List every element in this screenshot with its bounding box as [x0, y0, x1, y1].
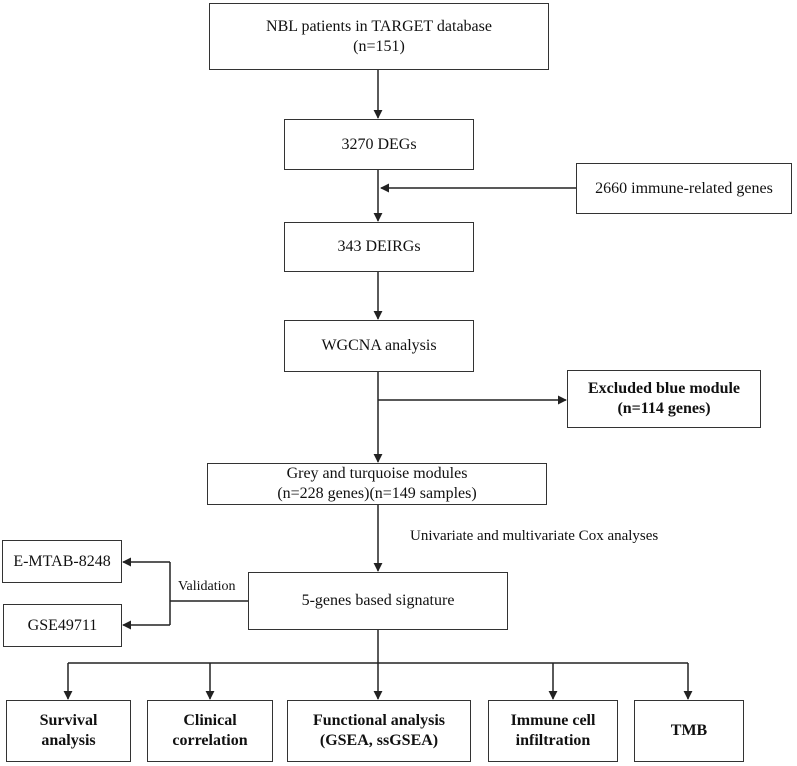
survival-line2: analysis	[41, 732, 96, 749]
degs-label: 3270 DEGs	[341, 135, 417, 153]
survival-line1: Survival	[39, 712, 98, 729]
target-database-box: NBL patients in TARGET database (n=151)	[209, 3, 549, 70]
target-box-line1: NBL patients in TARGET database	[266, 17, 492, 35]
functional-line1: Functional analysis	[312, 712, 446, 729]
wgcna-label: WGCNA analysis	[321, 337, 437, 354]
deirgs-box: 343 DEIRGs	[284, 222, 474, 272]
degs-box: 3270 DEGs	[284, 119, 474, 170]
wgcna-box: WGCNA analysis	[284, 320, 474, 372]
tmb-box: TMB	[634, 700, 744, 762]
immune-infiltration-box: Immune cell infiltration	[488, 700, 618, 762]
signature-label: 5-genes based signature	[301, 592, 455, 609]
immune-infil-line2: infiltration	[515, 732, 591, 749]
immune-infil-line1: Immune cell	[510, 712, 596, 729]
modules-line2: (n=228 genes)(n=149 samples)	[277, 485, 477, 502]
excluded-line2: (n=114 genes)	[617, 400, 711, 417]
clinical-correlation-box: Clinical correlation	[147, 700, 273, 762]
cox-analysis-label: Univariate and multivariate Cox analyses	[410, 528, 659, 544]
immune-genes-label: 2660 immune-related genes	[595, 179, 773, 197]
gse-label: GSE49711	[27, 616, 98, 634]
functional-line2: (GSEA, ssGSEA)	[319, 732, 439, 749]
modules-line1: Grey and turquoise modules	[286, 465, 468, 482]
deirgs-label: 343 DEIRGs	[337, 238, 421, 255]
gse-box: GSE49711	[3, 604, 122, 647]
emtab-label: E-MTAB-8248	[13, 552, 111, 570]
immune-genes-box: 2660 immune-related genes	[576, 163, 792, 214]
emtab-box: E-MTAB-8248	[2, 540, 122, 583]
signature-box: 5-genes based signature	[248, 572, 508, 630]
clinical-line1: Clinical	[183, 712, 237, 729]
excluded-module-box: Excluded blue module (n=114 genes)	[567, 370, 761, 428]
validation-label: Validation	[178, 579, 236, 594]
functional-analysis-box: Functional analysis (GSEA, ssGSEA)	[287, 700, 471, 762]
survival-analysis-box: Survival analysis	[6, 700, 131, 762]
tmb-label: TMB	[670, 722, 708, 739]
modules-box: Grey and turquoise modules (n=228 genes)…	[207, 463, 547, 505]
clinical-line2: correlation	[172, 732, 248, 749]
excluded-line1: Excluded blue module	[587, 380, 741, 397]
target-box-line2: (n=151)	[353, 37, 405, 55]
